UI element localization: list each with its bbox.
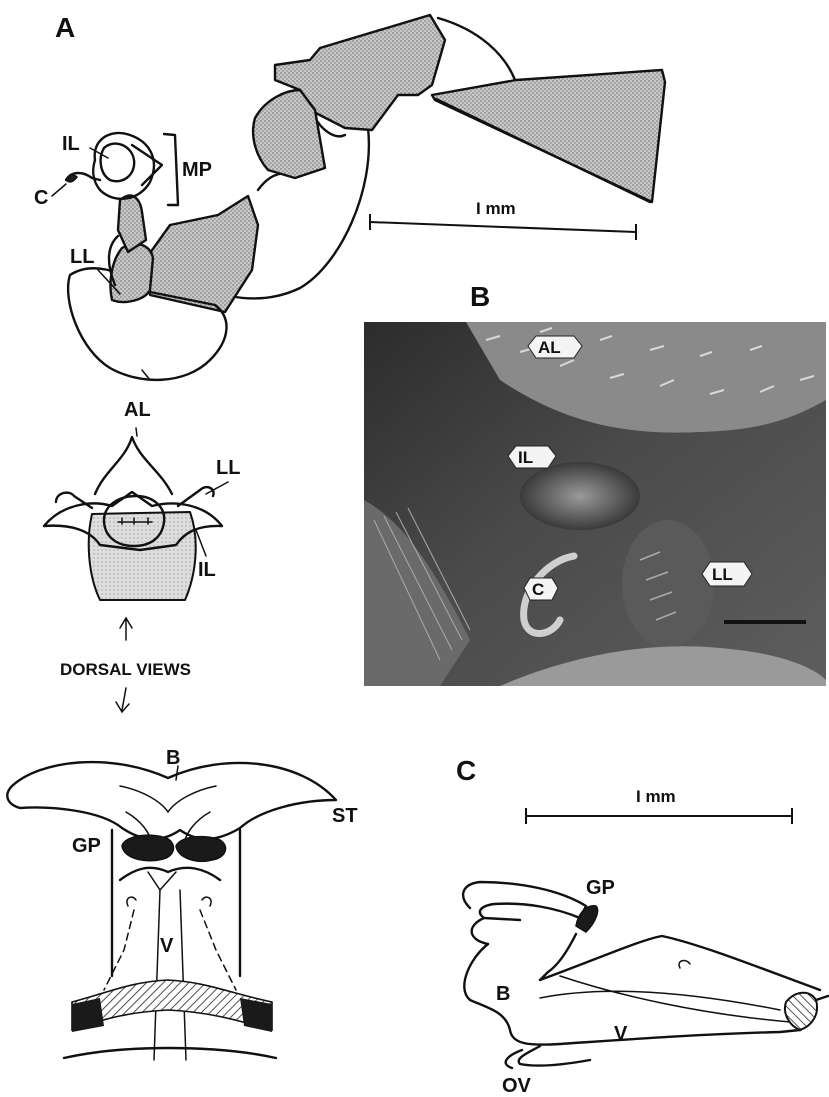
- c-curl-lobe: [463, 882, 586, 920]
- label-gp-dorsal: GP: [72, 835, 101, 857]
- gp-left: [122, 835, 174, 861]
- segment-distal: [432, 70, 665, 202]
- sem-tag-ll-text: LL: [712, 565, 733, 584]
- label-al-dorsal: AL: [124, 399, 151, 421]
- pointer-il-lateral: [90, 148, 108, 158]
- panel-c: C I mm GP B V OV: [456, 755, 828, 1097]
- label-ll-dorsal: LL: [216, 457, 240, 479]
- dorsal-sternite: [7, 762, 336, 839]
- label-b-c: B: [496, 983, 510, 1005]
- c-curl-under: [472, 918, 488, 944]
- dorsal-dark-left: [72, 998, 104, 1032]
- panel-c-letter: C: [456, 755, 476, 786]
- label-c-lateral: C: [34, 187, 48, 209]
- sem-tag-al-text: AL: [538, 338, 561, 357]
- sem-ll-lobe: [622, 520, 714, 648]
- panel-b-letter: B: [470, 281, 490, 312]
- label-st: ST: [332, 805, 358, 827]
- sem-tag-al: AL: [528, 336, 582, 358]
- dorsal-base-line: [64, 1048, 276, 1058]
- arrow-up-icon: [120, 618, 132, 640]
- scale-label-a: I mm: [476, 199, 516, 218]
- mp-bracket: [164, 134, 178, 205]
- c-gp-tip: [576, 906, 598, 932]
- dorsal-ll-right: [178, 487, 214, 506]
- sem-tag-il-text: IL: [518, 448, 533, 467]
- dorsal-v-notch: [148, 872, 176, 890]
- sem-tag-il: IL: [508, 446, 556, 468]
- label-ov: OV: [502, 1075, 532, 1097]
- c-v-lines: [540, 976, 790, 1022]
- label-mp: MP: [182, 159, 212, 181]
- scale-label-c: I mm: [636, 787, 676, 806]
- label-il-dorsal: IL: [198, 559, 216, 581]
- dorsal-sternite-inner: [120, 786, 216, 812]
- outline-arc-top: [438, 18, 515, 80]
- c-v-tip: [785, 993, 817, 1030]
- arrow-down-icon: [116, 688, 129, 712]
- dorsal-al-cone: [95, 437, 172, 494]
- sem-il-blob: [520, 462, 640, 530]
- pointer-al-dorsal: [136, 428, 137, 436]
- scale-bar-c: I mm: [526, 787, 792, 824]
- sem-tag-ll: LL: [702, 562, 752, 586]
- sem-tag-c-text: C: [532, 580, 544, 599]
- label-v-dorsal: V: [160, 935, 174, 957]
- mp-stalk: [118, 196, 146, 252]
- panel-a-letter: A: [55, 12, 75, 43]
- dorsal-caption: DORSAL VIEWS: [60, 660, 191, 679]
- dorsal-v-eyes: [127, 897, 211, 906]
- label-v-c: V: [614, 1023, 628, 1045]
- c-v-eye: [679, 961, 690, 968]
- lobe-ll-lateral: [110, 244, 153, 302]
- gp-right: [176, 837, 226, 862]
- pointer-il-dorsal: [196, 530, 206, 556]
- mp-ring-inner: [101, 144, 135, 182]
- dorsal-v-rod: [154, 890, 186, 1060]
- c-v-tip-stem: [816, 996, 828, 1000]
- label-ll-lateral: LL: [70, 246, 94, 268]
- panel-b-sem: B AL IL C LL: [364, 281, 826, 686]
- label-il-lateral: IL: [62, 133, 80, 155]
- c-ov: [506, 1046, 590, 1068]
- label-gp-c: GP: [586, 877, 615, 899]
- sem-tag-c: C: [524, 578, 558, 600]
- mp-wedge: [132, 145, 162, 185]
- scale-bar-a: I mm: [370, 199, 636, 240]
- pointer-c-lateral: [52, 184, 66, 196]
- dorsal-view-bottom: B ST GP V: [7, 747, 357, 1060]
- dorsal-view-top: AL LL IL DORSAL VIEWS: [44, 399, 240, 712]
- c-body-lower: [464, 944, 800, 1045]
